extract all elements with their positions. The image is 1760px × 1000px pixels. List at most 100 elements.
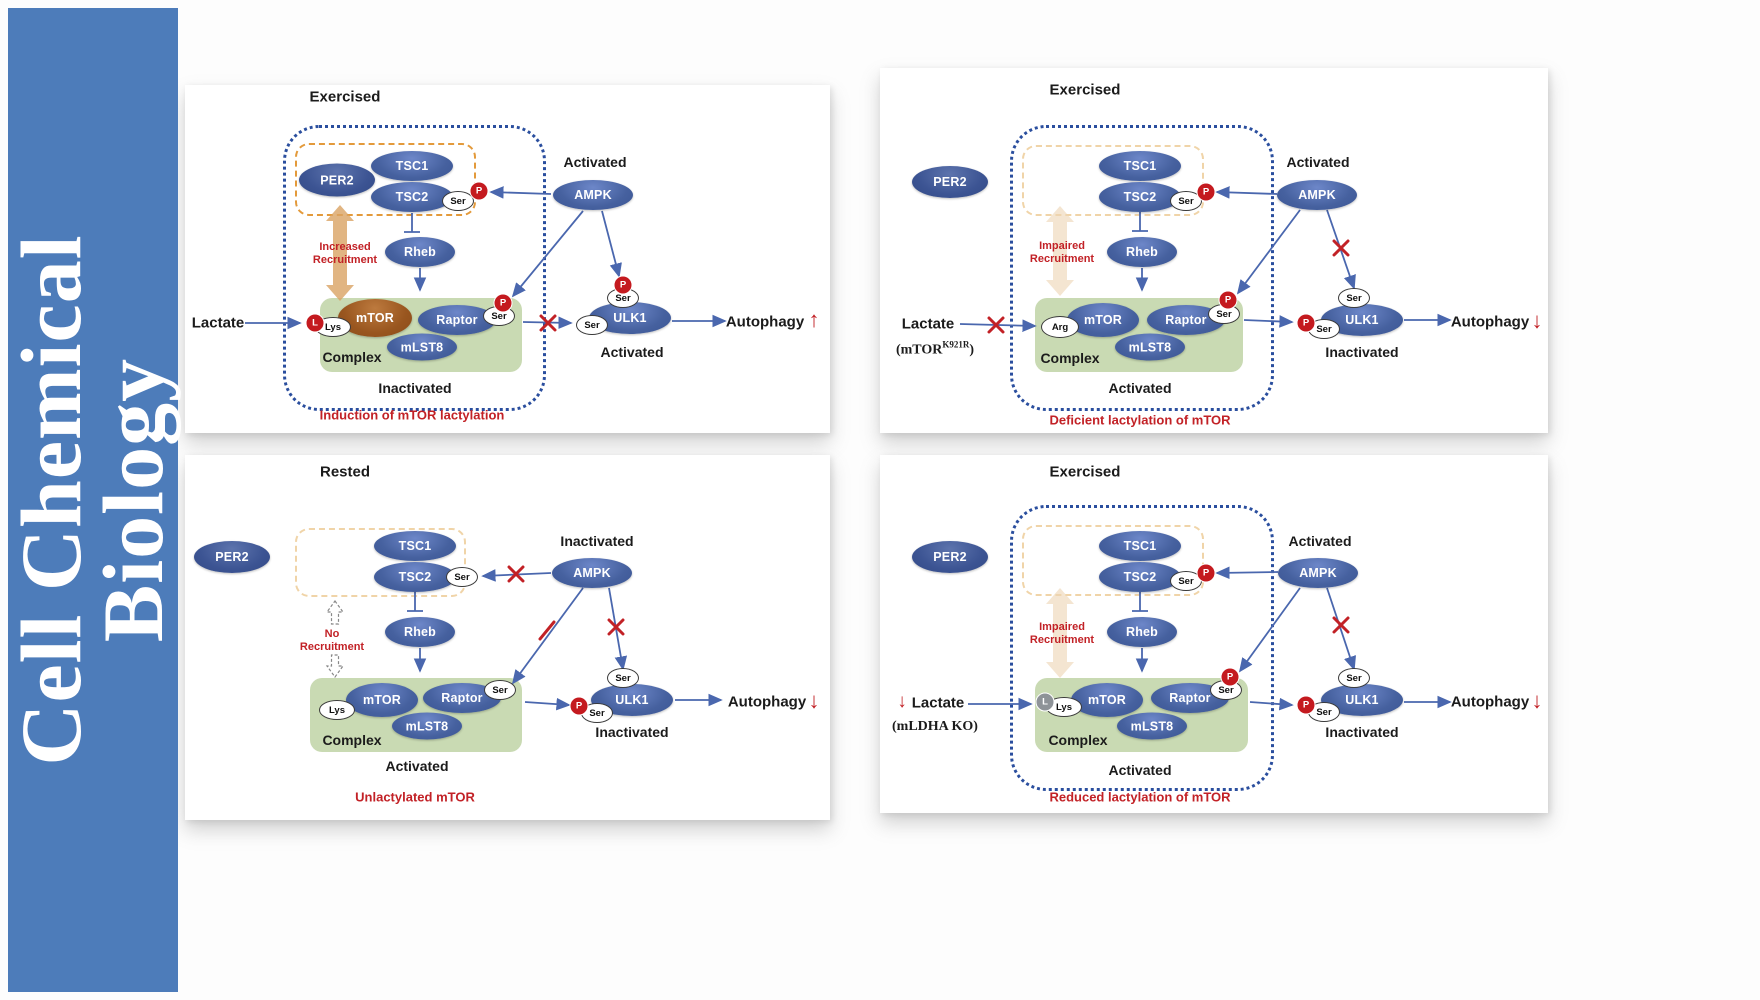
lactate-label: Lactate	[191, 314, 245, 332]
ampk-node: AMPK	[552, 558, 632, 588]
tsc2-node: TSC2	[374, 562, 456, 592]
complex-state-label: Inactivated	[378, 380, 452, 396]
ulk1-state-label: Inactivated	[595, 724, 669, 740]
recruitment-label-line1: No	[324, 628, 340, 640]
ulk1-state-label: Inactivated	[1325, 344, 1399, 360]
no-recruitment-down-arrow	[325, 654, 345, 679]
ulk1-state-label: Activated	[600, 344, 664, 360]
tsc2-node: TSC2	[1099, 562, 1181, 592]
per2-recruitment-zone	[295, 143, 476, 216]
mtor-node: mTOR	[346, 683, 418, 717]
block-slash-ampk-complex	[538, 620, 556, 641]
panel-title: Rested	[319, 463, 371, 481]
journal-title-line1: Cell Chemical	[3, 234, 100, 766]
mlst8-node: mLST8	[1117, 712, 1187, 740]
panel-caption: Unlactylated mTOR	[355, 789, 475, 805]
recruitment-label-line1: Increased	[319, 241, 371, 253]
panel-caption: Reduced lactylation of mTOR	[1049, 789, 1231, 805]
mtor-lys-badge: Lys	[1046, 697, 1082, 717]
tsc2-ser-badge: Ser	[1170, 191, 1202, 211]
arrow-ampk-ulk1	[1326, 587, 1356, 671]
tsc2-ser-badge: Ser	[446, 567, 478, 587]
autophagy-label: Autophagy	[1450, 693, 1530, 711]
panel-exercised-mtor-k921r: Exercised PER2 TSC1 TSC2 Ser P Activated…	[880, 68, 1548, 433]
rheb-node: Rheb	[1107, 237, 1177, 267]
ampk-state-label: Activated	[1286, 154, 1350, 170]
raptor-node: Raptor	[418, 305, 496, 335]
raptor-ser-badge: Ser	[484, 680, 516, 700]
complex-state-label: Activated	[1108, 762, 1172, 778]
tsc2-node: TSC2	[1099, 182, 1181, 212]
recruitment-label-line1: Impaired	[1039, 621, 1085, 633]
ulk1-ser-left-badge: Ser	[576, 315, 608, 335]
mtor-node: mTOR	[1067, 303, 1139, 337]
rheb-node: Rheb	[385, 617, 455, 647]
ampk-node: AMPK	[553, 180, 633, 210]
tsc1-node: TSC1	[374, 531, 456, 561]
ulk1-phospho-badge: P	[569, 696, 589, 716]
connectors	[325, 565, 723, 711]
autophagy-down-arrow-icon: ↓	[808, 688, 820, 713]
tsc1-node: TSC1	[1099, 531, 1181, 561]
autophagy-down-arrow-icon: ↓	[1531, 688, 1543, 713]
mtor-node: mTOR	[1071, 683, 1143, 717]
panel-exercised-wildtype: Exercised PER2 TSC1 TSC2 Ser P Activated…	[185, 85, 830, 433]
recruitment-label-line2: Recruitment	[1029, 634, 1095, 646]
rheb-node: Rheb	[1107, 617, 1177, 647]
block-x-ampk-ulk1	[1332, 616, 1350, 634]
raptor-phospho-badge: P	[1220, 667, 1240, 687]
arrow-ampk-ulk1	[608, 587, 628, 671]
mlst8-node: mLST8	[387, 333, 457, 361]
arrow-ampk-ulk1	[1326, 209, 1356, 290]
mlst8-node: mLST8	[1115, 333, 1185, 361]
autophagy-down-arrow-icon: ↓	[1531, 308, 1543, 333]
recruitment-label-line2: Recruitment	[299, 641, 365, 653]
panel-exercised-mldha-ko: Exercised PER2 TSC1 TSC2 Ser P Activated…	[880, 455, 1548, 813]
ampk-state-label: Activated	[563, 154, 627, 170]
raptor-phospho-badge: P	[493, 293, 513, 313]
mtor-arg-badge: Arg	[1041, 316, 1079, 338]
autophagy-label: Autophagy	[725, 313, 805, 331]
complex-state-label: Activated	[1108, 380, 1172, 396]
lactyl-badge-reduced: L	[1035, 692, 1055, 712]
panel-title: Exercised	[1049, 81, 1121, 99]
arrow-ampk-tsc2	[481, 569, 552, 582]
per2-node: PER2	[194, 541, 270, 573]
ulk1-ser-top-badge: Ser	[607, 288, 639, 308]
ulk1-phospho-badge: P	[1296, 695, 1316, 715]
autophagy-label: Autophagy	[727, 693, 807, 711]
ampk-state-label: Activated	[1288, 533, 1352, 549]
ampk-node: AMPK	[1277, 180, 1357, 210]
arrow-ampk-complex	[511, 587, 584, 685]
panel-rested: Rested PER2 TSC1 TSC2 Ser Inactivated AM…	[185, 455, 830, 820]
raptor-ser-badge: Ser	[1208, 304, 1240, 324]
block-x-ampk-ulk1	[1332, 239, 1350, 257]
block-x-ampk-ulk1	[607, 618, 625, 636]
mtor-lys-badge: Lys	[319, 700, 355, 720]
per2-recruitment-zone	[295, 528, 466, 597]
panel-caption: Deficient lactylation of mTOR	[1049, 412, 1231, 428]
ulk1-phospho-badge: P	[1296, 313, 1316, 333]
lactyl-badge: L	[305, 313, 325, 333]
block-x-ampk-tsc2	[507, 565, 525, 583]
lactate-label: Lactate	[901, 315, 955, 333]
ldha-ko-label: (mLDHA KO)	[892, 719, 978, 734]
ulk1-ser-top-badge: Ser	[1338, 668, 1370, 688]
per2-node: PER2	[912, 541, 988, 573]
recruitment-label-line2: Recruitment	[1029, 253, 1095, 265]
autophagy-up-arrow-icon: ↑	[808, 307, 820, 332]
complex-label: Complex	[322, 732, 382, 748]
arrow-complex-ulk1	[524, 697, 571, 711]
per2-recruitment-zone	[1022, 525, 1204, 596]
ulk1-phospho-badge: P	[613, 275, 633, 295]
tsc2-phospho-badge: P	[469, 181, 489, 201]
block-x-lactate	[987, 316, 1005, 334]
panel-caption: Induction of mTOR lactylation	[319, 407, 505, 423]
tsc2-phospho-badge: P	[1196, 563, 1216, 583]
no-recruitment-up-arrow	[325, 599, 345, 625]
panel-title: Exercised	[309, 88, 381, 106]
tsc2-node: TSC2	[371, 182, 453, 212]
per2-node: PER2	[299, 163, 375, 197]
ulk1-ser-top-badge: Ser	[1338, 288, 1370, 308]
complex-label: Complex	[322, 349, 382, 365]
